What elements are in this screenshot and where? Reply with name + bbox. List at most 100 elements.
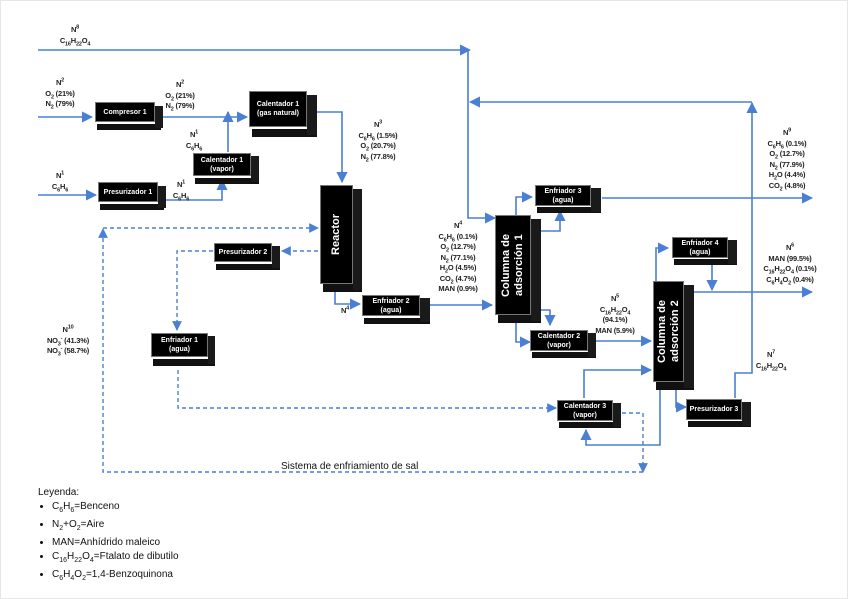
stream-id: N7 [766,349,776,359]
equipment-sublabel: (vapor) [210,165,234,173]
equipment-sublabel: (agua) [552,196,574,204]
equipment-label: Enfriador 2 [372,297,410,305]
stream-n1-mid [163,178,228,201]
stream-component: N2 (79%) [165,101,195,113]
legend: Leyenda: C6H6=BencenoN2+O2=AireMAN=Anhíd… [38,487,179,587]
stream-id: N2 [55,77,65,87]
stream-component: H2O (4.5%) [439,263,477,275]
legend-item: MAN=Anhídrido maleico [52,537,179,549]
stream-id: N1 [189,129,199,139]
equipment-enfriador-1[interactable]: Enfriador 1 (agua) [151,333,215,366]
equipment-sublabel: (vapor) [573,411,597,419]
stream-component: O2 (20.7%) [360,141,396,153]
stream-component: C6H6 [51,181,69,193]
stream-component: O2 (21%) [165,90,195,102]
stream-id: N6 [785,242,795,252]
stream-id: N5 [610,293,620,303]
legend-item: C6H4O2=1,4-Benzoquinona [52,569,179,585]
stream-component: C6H6 (1.5%) [358,130,398,142]
equipment-label: Calentador 1 [200,156,244,164]
stream-recycle-down [467,50,497,224]
stream-col1-bottom-b [515,320,532,348]
equipment-label: Enfriador 4 [681,239,719,247]
equipment-sublabel: (agua) [380,306,402,314]
stream-component: H2O (4.4%) [768,170,806,182]
equipment-label: Enfriador 1 [161,337,198,344]
stream-col1-top [515,191,534,215]
stream-component: NO3- (58.7%) [46,345,90,358]
equipment-calentador-3[interactable]: Calentador 3 (vapor) [557,400,621,428]
stream-component: C16H22O4 [599,304,631,316]
stream-component: O2 (21%) [45,88,75,100]
equipment-compresor-1[interactable]: Compresor 1 [95,102,163,130]
stream-id: N4 [340,305,350,315]
equipment-presurizador-1[interactable]: Presurizador 1 [98,182,166,210]
equipment-calentador-1-vapor[interactable]: Calentador 1 (vapor) [193,153,259,184]
salt-line-cal3-out [615,412,648,473]
equipment-enfriador-2[interactable]: Enfriador 2 (agua) [362,295,430,324]
stream-id: N4 [453,220,463,230]
stream-id: N10 [62,324,74,334]
salt-line-enf1-out [177,370,557,413]
stream-component: C6H4O2 (0.4%) [766,274,814,286]
stream-label-n4-short: N4 [335,306,355,317]
stream-component: C6H6 [185,140,203,152]
equipment-sublabel: (agua) [169,346,190,353]
legend-title: Leyenda: [38,487,80,498]
equipment-label: Presurizador 1 [103,188,153,196]
stream-component: CO2 (4.7%) [439,273,477,285]
stream-component: N2 (79%) [45,99,75,111]
stream-component: MAN (5.9%) [595,325,635,335]
stream-component: C16H22O4 [59,35,91,47]
stream-col2-left [580,390,661,446]
salt-line-pres2-out [172,250,213,331]
stream-component: (94.1%) [602,315,628,324]
stream-id: N1 [55,170,65,180]
stream-n7 [734,200,753,398]
legend-item: N2+O2=Aire [52,519,179,535]
equipment-calentador-2[interactable]: Calentador 2 (vapor) [530,330,596,358]
equipment-sublabel: (agua) [689,248,711,256]
stream-component: MAN (99.5%) [768,253,812,263]
stream-id: N3 [373,119,383,129]
equipment-presurizador-2[interactable]: Presurizador 2 [214,243,280,270]
stream-component: C6H6 (0.1%) [438,231,478,243]
stream-component: C16H22O4 (0.1%) [763,264,817,276]
stream-col2-top [655,242,670,285]
stream-component: C16H22O4 [755,360,787,372]
stream-col2-bottom [675,390,688,413]
equipment-label: Reactor [330,214,342,255]
stream-component: O2 (12.7%) [769,149,805,161]
salt-line-bottom [98,228,643,473]
equipment-reactor[interactable]: Reactor [320,185,362,292]
equipment-enfriador-3[interactable]: Enfriador 3 (agua) [535,185,601,213]
equipment-enfriador-4[interactable]: Enfriador 4 (agua) [672,237,737,265]
equipment-presurizador-3[interactable]: Presurizador 3 [686,399,751,427]
stream-component: O2 (12.7%) [440,242,476,254]
stream-component: C6H6 (0.1%) [767,138,807,150]
stream-component: N2 (77.9%) [769,159,805,171]
legend-item: C16H22O4=Ftalato de dibutilo [52,551,179,567]
equipment-label: Presurizador 2 [218,249,268,256]
stream-id: N8 [70,24,80,34]
stream-component: CO2 (4.8%) [768,180,806,192]
stream-id: N2 [175,79,185,89]
equipment-calentador-1-gas[interactable]: Calentador 1 (gas natural) [249,91,317,137]
equipment-label: Calentador 3 [563,402,607,410]
legend-item: C6H6=Benceno [52,501,179,517]
stream-n4-a [334,288,362,310]
stream-component: N2 (77.1%) [440,252,476,264]
